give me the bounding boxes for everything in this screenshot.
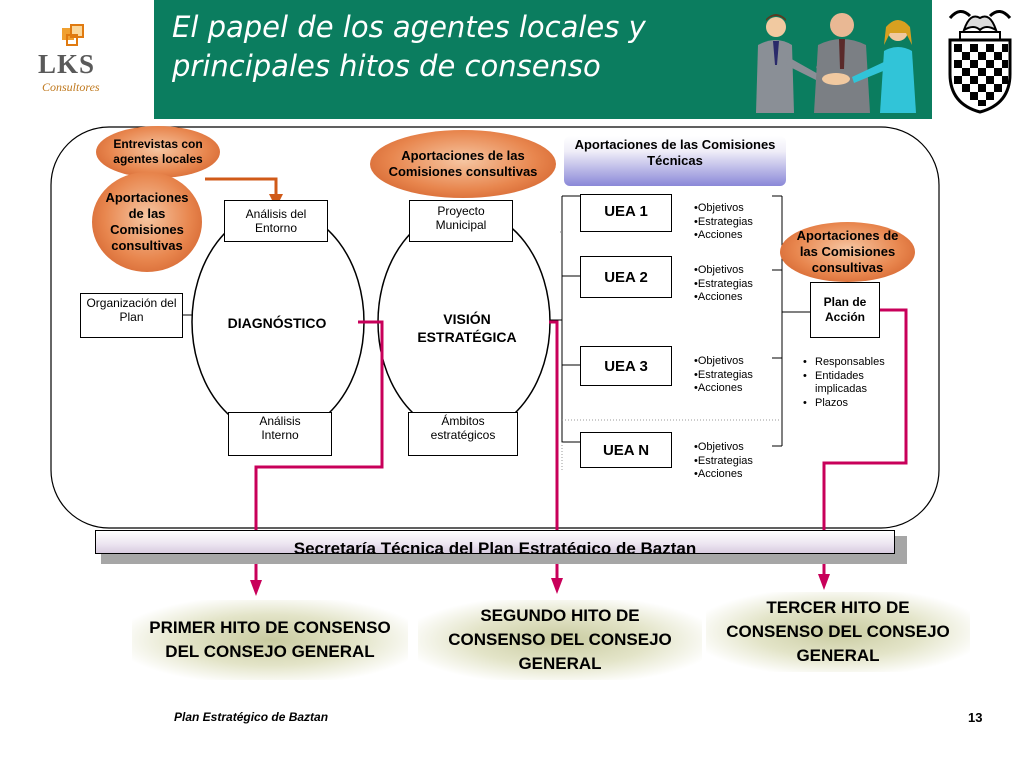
orange-arrow bbox=[205, 177, 278, 196]
segundo-hito: SEGUNDO HITO DE CONSENSO DEL CONSEJO GEN… bbox=[418, 600, 702, 680]
plan-item: Entidades implicadas bbox=[815, 369, 867, 396]
organizacion-box: Organización del Plan bbox=[80, 293, 183, 338]
plan-item: Plazos bbox=[815, 396, 849, 409]
secretaria-bar: Secretaría Técnica del Plan Estratégico … bbox=[95, 530, 895, 554]
arrow-primer-hito bbox=[254, 320, 384, 584]
plan-accion-box: Plan de Acción bbox=[810, 282, 880, 338]
oval-aportaciones-left: Aportaciones de las Comisiones consultiv… bbox=[92, 172, 202, 272]
aportaciones-tecnicas-box: Aportaciones de las Comisiones Técnicas bbox=[564, 136, 786, 186]
uea-1-box: UEA 1 bbox=[580, 194, 672, 232]
slide-title: El papel de los agentes locales y princi… bbox=[172, 10, 646, 83]
uea-2-box: UEA 2 bbox=[580, 256, 672, 298]
header-bar bbox=[154, 0, 932, 119]
plan-items-list: •Responsables •Entidades implicadas •Pla… bbox=[803, 356, 913, 410]
plan-item: Responsables bbox=[815, 356, 885, 368]
logo-name: LKS bbox=[38, 49, 96, 79]
arrow-tercer-hito bbox=[822, 308, 908, 576]
logo-squares-icon bbox=[62, 24, 84, 46]
oval-aportaciones-right: Aportaciones de las Comisiones consultiv… bbox=[780, 222, 915, 282]
uea-3-box: UEA 3 bbox=[580, 346, 672, 386]
ambitos-box: Ámbitos estratégicos bbox=[408, 412, 518, 456]
handshake-people-illustration bbox=[756, 13, 916, 113]
tercer-hito: TERCER HITO DE CONSENSO DEL CONSEJO GENE… bbox=[706, 592, 970, 672]
proyecto-municipal-box: Proyecto Municipal bbox=[409, 200, 513, 242]
primer-hito: PRIMER HITO DE CONSENSO DEL CONSEJO GENE… bbox=[132, 600, 408, 680]
uea-3-bullets: •Objetivos•Estrategias•Acciones bbox=[694, 355, 753, 394]
uea-1-bullets: •Objetivos•Estrategias•Acciones bbox=[694, 202, 753, 241]
main-rounded-frame bbox=[50, 126, 940, 529]
footer-title: Plan Estratégico de Baztan bbox=[174, 710, 329, 724]
uea-n-box: UEA N bbox=[580, 432, 672, 468]
arrow-segundo-hito bbox=[549, 320, 559, 580]
uea-n-bullets: •Objetivos•Estrategias•Acciones bbox=[694, 441, 753, 480]
uea-2-bullets: •Objetivos•Estrategias•Acciones bbox=[694, 264, 753, 303]
oval-entrevistas: Entrevistas con agentes locales bbox=[96, 126, 220, 178]
page-number: 13 bbox=[968, 710, 983, 725]
vision-label: VISIÓN ESTRATÉGICA bbox=[417, 311, 517, 345]
diagnostico-label: DIAGNÓSTICO bbox=[227, 315, 327, 331]
logo-subtitle: Consultores bbox=[42, 80, 100, 94]
oval-aportaciones-center: Aportaciones de las Comisiones consultiv… bbox=[370, 130, 556, 198]
baztan-coat-of-arms-icon bbox=[948, 10, 1012, 114]
analisis-entorno-box: Análisis del Entorno bbox=[224, 200, 328, 242]
lks-logo: LKS Consultores bbox=[32, 22, 127, 102]
analisis-interno-box: Análisis Interno bbox=[228, 412, 332, 456]
